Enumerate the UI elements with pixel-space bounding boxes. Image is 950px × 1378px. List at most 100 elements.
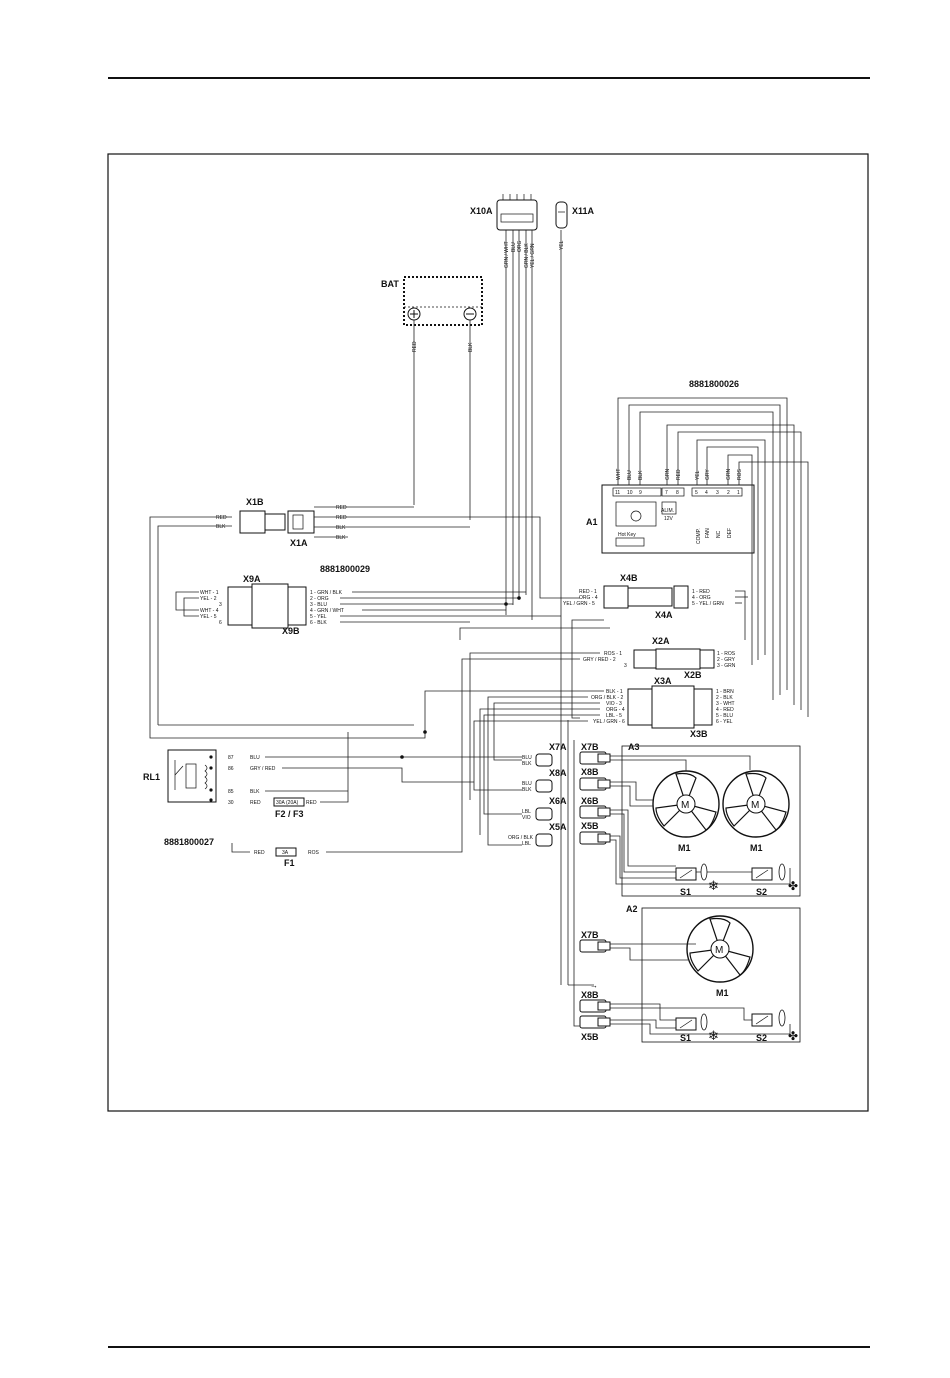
svg-text:WHT - 4: WHT - 4 bbox=[200, 608, 219, 614]
diagram-frame bbox=[107, 153, 869, 1112]
svg-text:RED: RED bbox=[336, 515, 347, 521]
module-a2 bbox=[641, 907, 801, 1043]
svg-text:YEL: YEL bbox=[695, 470, 701, 480]
wire-x10a-5: YEL / GRN bbox=[530, 243, 536, 268]
svg-text:2 - ORG: 2 - ORG bbox=[310, 596, 329, 602]
svg-text:DEF: DEF bbox=[727, 528, 733, 538]
bottom-rule bbox=[108, 1346, 870, 1348]
label-pn-top: 8881800026 bbox=[689, 379, 739, 389]
svg-text:2 - BLK: 2 - BLK bbox=[716, 695, 733, 701]
svg-text:BLU: BLU bbox=[250, 755, 260, 761]
svg-text:LBL: LBL bbox=[522, 841, 531, 847]
svg-text:BLU: BLU bbox=[522, 755, 532, 761]
wire-x10a-2: BLU bbox=[511, 242, 517, 252]
label-x2b: X2B bbox=[684, 670, 702, 680]
connector-x1 bbox=[239, 510, 315, 534]
svg-text:FAN: FAN bbox=[705, 528, 711, 538]
wire-x11a: YEL bbox=[559, 240, 565, 250]
svg-text:BLK: BLK bbox=[336, 535, 346, 541]
svg-text:M: M bbox=[681, 800, 689, 811]
a1-alim: ALIM. bbox=[661, 508, 674, 514]
svg-text:3 - GRN: 3 - GRN bbox=[717, 663, 736, 669]
plug-x6b-a3 bbox=[579, 805, 611, 819]
probe-a2-1 bbox=[700, 1013, 708, 1031]
svg-text:5: 5 bbox=[695, 490, 698, 496]
svg-text:LBL - 5: LBL - 5 bbox=[606, 713, 622, 719]
sensor-s2-a2 bbox=[751, 1013, 773, 1027]
svg-text:NC: NC bbox=[716, 530, 722, 538]
svg-text:BLK: BLK bbox=[522, 761, 532, 767]
label-x3a: X3A bbox=[654, 676, 672, 686]
svg-text:VIO - 3: VIO - 3 bbox=[606, 701, 622, 707]
svg-text:3: 3 bbox=[716, 490, 719, 496]
svg-text:BLK: BLK bbox=[250, 789, 260, 795]
label-x9a: X9A bbox=[243, 574, 261, 584]
svg-text:ROS: ROS bbox=[737, 469, 743, 481]
connector-x9 bbox=[227, 583, 307, 629]
svg-text:GRN: GRN bbox=[665, 469, 671, 481]
svg-text:BLK - 1: BLK - 1 bbox=[606, 689, 623, 695]
label-m1-a2: M1 bbox=[716, 988, 729, 998]
label-x4a: X4A bbox=[655, 610, 673, 620]
svg-text:4 - RED: 4 - RED bbox=[716, 707, 734, 713]
plug-x8a bbox=[535, 779, 553, 793]
svg-text:30: 30 bbox=[228, 800, 234, 806]
label-f1: F1 bbox=[284, 858, 295, 868]
svg-text:ORG / BLK: ORG / BLK bbox=[508, 835, 534, 841]
plug-x7b-a2 bbox=[579, 939, 611, 953]
label-a1: A1 bbox=[586, 517, 598, 527]
a1-12v: 12V bbox=[664, 516, 674, 522]
plug-x6a bbox=[535, 807, 553, 821]
label-s2-a2: S2 bbox=[756, 1033, 767, 1043]
label-x4b: X4B bbox=[620, 573, 638, 583]
svg-text:ORG - 4: ORG - 4 bbox=[579, 595, 598, 601]
wire-x10a-4: GRN / BLK bbox=[524, 243, 530, 268]
label-s1-a3: S1 bbox=[680, 887, 691, 897]
fuse-f23-rating: 30A (20A) bbox=[276, 800, 299, 806]
label-x11a: X11A bbox=[572, 206, 595, 216]
svg-text:7: 7 bbox=[665, 490, 668, 496]
plug-x7b-a3 bbox=[579, 751, 611, 765]
plug-x7a bbox=[535, 753, 553, 767]
svg-text:BLK: BLK bbox=[336, 525, 346, 531]
svg-text:GRY / RED: GRY / RED bbox=[250, 766, 276, 772]
svg-text:2: 2 bbox=[727, 490, 730, 496]
connector-x11a bbox=[555, 201, 568, 229]
label-x9b: X9B bbox=[282, 626, 300, 636]
arrow-icon: → bbox=[590, 981, 598, 990]
svg-text:ROS - 1: ROS - 1 bbox=[604, 651, 622, 657]
svg-text:M: M bbox=[715, 945, 723, 956]
svg-text:RED: RED bbox=[306, 800, 317, 806]
plug-x8b-a3 bbox=[579, 777, 611, 791]
svg-text:6 - BLK: 6 - BLK bbox=[310, 620, 327, 626]
label-pn-mid: 8881800029 bbox=[320, 564, 370, 574]
svg-text:1 - BRN: 1 - BRN bbox=[716, 689, 734, 695]
sensor-s2-a3 bbox=[751, 867, 773, 881]
controller-a1 bbox=[601, 484, 755, 554]
svg-text:YEL - 5: YEL - 5 bbox=[200, 614, 217, 620]
label-a2: A2 bbox=[626, 904, 638, 914]
fan-symbol-icon-a2: ✤ bbox=[788, 1029, 798, 1043]
label-x7b-a2: X7B bbox=[581, 930, 599, 940]
svg-text:4: 4 bbox=[705, 490, 708, 496]
svg-text:YEL / GRN - 5: YEL / GRN - 5 bbox=[563, 601, 595, 607]
probe-a3-1 bbox=[700, 863, 708, 881]
fuse-f1-rating: 3A bbox=[282, 850, 289, 856]
svg-text:VIO: VIO bbox=[522, 815, 531, 821]
svg-text:BLK: BLK bbox=[522, 787, 532, 793]
svg-text:1 - ROS: 1 - ROS bbox=[717, 651, 736, 657]
svg-text:4 - ORG: 4 - ORG bbox=[692, 595, 711, 601]
label-m1-a3-left: M1 bbox=[678, 843, 691, 853]
a1-hotkey: Hot Key bbox=[618, 532, 636, 538]
label-x5b-a3: X5B bbox=[581, 821, 599, 831]
label-f23: F2 / F3 bbox=[275, 809, 304, 819]
top-rule bbox=[108, 77, 870, 79]
svg-text:3 - WHT: 3 - WHT bbox=[716, 701, 735, 707]
svg-text:GRN: GRN bbox=[726, 469, 732, 481]
svg-text:YEL / GRN - 6: YEL / GRN - 6 bbox=[593, 719, 625, 725]
svg-text:85: 85 bbox=[228, 789, 234, 795]
wire-x10a-3: ORG bbox=[517, 241, 523, 253]
label-a3: A3 bbox=[628, 742, 640, 752]
svg-text:5 - BLU: 5 - BLU bbox=[716, 713, 733, 719]
